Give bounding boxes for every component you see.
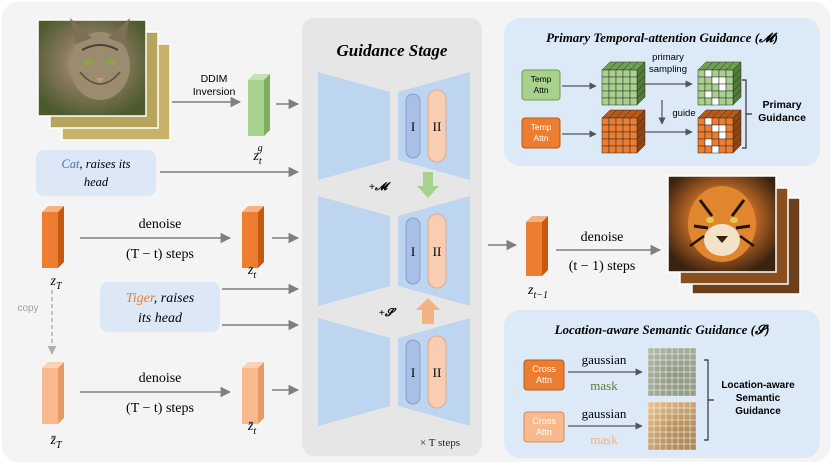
- plus-M-label: +𝓜: [369, 181, 391, 193]
- location-result-line3: Guidance: [735, 406, 781, 417]
- temp-attn-box-2-line2: Attn: [533, 133, 548, 143]
- temp-attn-box-1-line1: Temp: [531, 74, 552, 84]
- green-guidance-arrow: [417, 172, 439, 198]
- guided-orange-cube: [697, 109, 742, 154]
- location-result-line2: Semantic: [736, 393, 781, 404]
- primary-result-line1: Primary: [762, 99, 801, 111]
- latent-zt-minus-1-label: zt−1: [527, 283, 548, 301]
- unet-bottom: [318, 318, 470, 426]
- latent-zt-label: zt: [247, 263, 256, 281]
- temp-attn-box-1: [521, 69, 561, 101]
- denoise-steps-final: (t − 1) steps: [569, 259, 636, 274]
- cat-video-frames: [37, 18, 171, 141]
- denoise-label-row1: denoise: [139, 217, 182, 232]
- primary-bracket: [742, 79, 752, 149]
- sampled-green-cube: [697, 61, 742, 106]
- source-prompt-line1: Cat, raises its: [61, 157, 130, 171]
- latent-zT-label: zT: [49, 274, 62, 292]
- ddim-label: DDIM: [201, 73, 228, 85]
- green-attention-cube: [601, 61, 646, 106]
- inversion-label: Inversion: [193, 86, 236, 98]
- denoise-label-final: denoise: [581, 230, 624, 245]
- primary-result-line2: Guidance: [758, 112, 806, 124]
- gaussian-label-2: gaussian: [582, 406, 627, 421]
- guidance-stage-title: Guidance Stage: [337, 41, 448, 60]
- mask-label-1: mask: [590, 378, 618, 393]
- tiger-gaussian-mask: [647, 401, 697, 451]
- cross-attn-box-2: [523, 411, 565, 443]
- unet-middle: [318, 196, 470, 306]
- orange-attention-cube: [601, 109, 646, 154]
- unet-top-block-2: II: [433, 119, 442, 134]
- unet-top-block-1: I: [411, 119, 415, 134]
- unet-top: [318, 72, 470, 180]
- temp-attn-box-1-line2: Attn: [533, 85, 548, 95]
- unet-bottom-block-1: I: [411, 365, 415, 380]
- target-prompt-line1: Tiger, raises: [126, 291, 195, 306]
- latent-zt-minus-1: [526, 216, 548, 276]
- unet-middle-block-1: I: [411, 244, 415, 259]
- unet-bottom-block-2: II: [433, 365, 442, 380]
- temp-attn-box-2-line1: Temp: [531, 122, 552, 132]
- plus-S-label: +𝓢: [379, 307, 397, 319]
- latent-zT-bar-label: z̄T: [49, 433, 62, 451]
- guide-label: guide: [672, 108, 695, 119]
- target-prompt-box: [100, 282, 220, 332]
- cross-attn-box-2-line1: Cross: [532, 416, 556, 426]
- latent-zt-bar: [242, 362, 264, 424]
- latent-zT-bar: [42, 362, 64, 424]
- latent-zt-bar-label: z̄t: [247, 419, 256, 437]
- cross-attn-box-1-line1: Cross: [532, 364, 556, 374]
- unet-middle-block-2: II: [433, 244, 442, 259]
- location-panel-title: Location-aware Semantic Guidance (𝓢): [554, 322, 770, 337]
- primary-panel-title: Primary Temporal-attention Guidance (𝓜): [546, 30, 778, 45]
- primary-sampling-line1: primary: [652, 52, 684, 63]
- steps-multiplier: × T steps: [420, 437, 460, 449]
- orange-guidance-arrow: [416, 298, 440, 324]
- tiger-video-frames: [667, 175, 801, 295]
- gaussian-label-1: gaussian: [582, 352, 627, 367]
- cross-attn-box-2-line2: Attn: [536, 427, 552, 437]
- denoise-steps-row3: (T − t) steps: [126, 401, 194, 416]
- denoise-label-row3: denoise: [139, 371, 182, 386]
- location-bracket: [704, 359, 714, 441]
- latent-zt: [242, 206, 264, 268]
- source-prompt-box: [36, 150, 156, 196]
- mask-label-2: mask: [590, 432, 618, 447]
- latent-zt-g-label: ztg: [252, 143, 262, 167]
- cross-attn-box-1: [523, 359, 565, 391]
- temp-attn-box-2: [521, 117, 561, 149]
- denoise-steps-row1: (T − t) steps: [126, 247, 194, 262]
- cat-gaussian-mask: [647, 347, 697, 397]
- location-result-line1: Location-aware: [721, 380, 795, 391]
- copy-label: copy: [17, 303, 38, 314]
- cross-attn-box-1-line2: Attn: [536, 375, 552, 385]
- target-prompt-line2: its head: [138, 311, 183, 326]
- source-prompt-line2: head: [84, 175, 109, 189]
- latent-zt-g: [248, 74, 270, 136]
- latent-zT: [42, 206, 64, 268]
- primary-sampling-line2: sampling: [649, 64, 687, 75]
